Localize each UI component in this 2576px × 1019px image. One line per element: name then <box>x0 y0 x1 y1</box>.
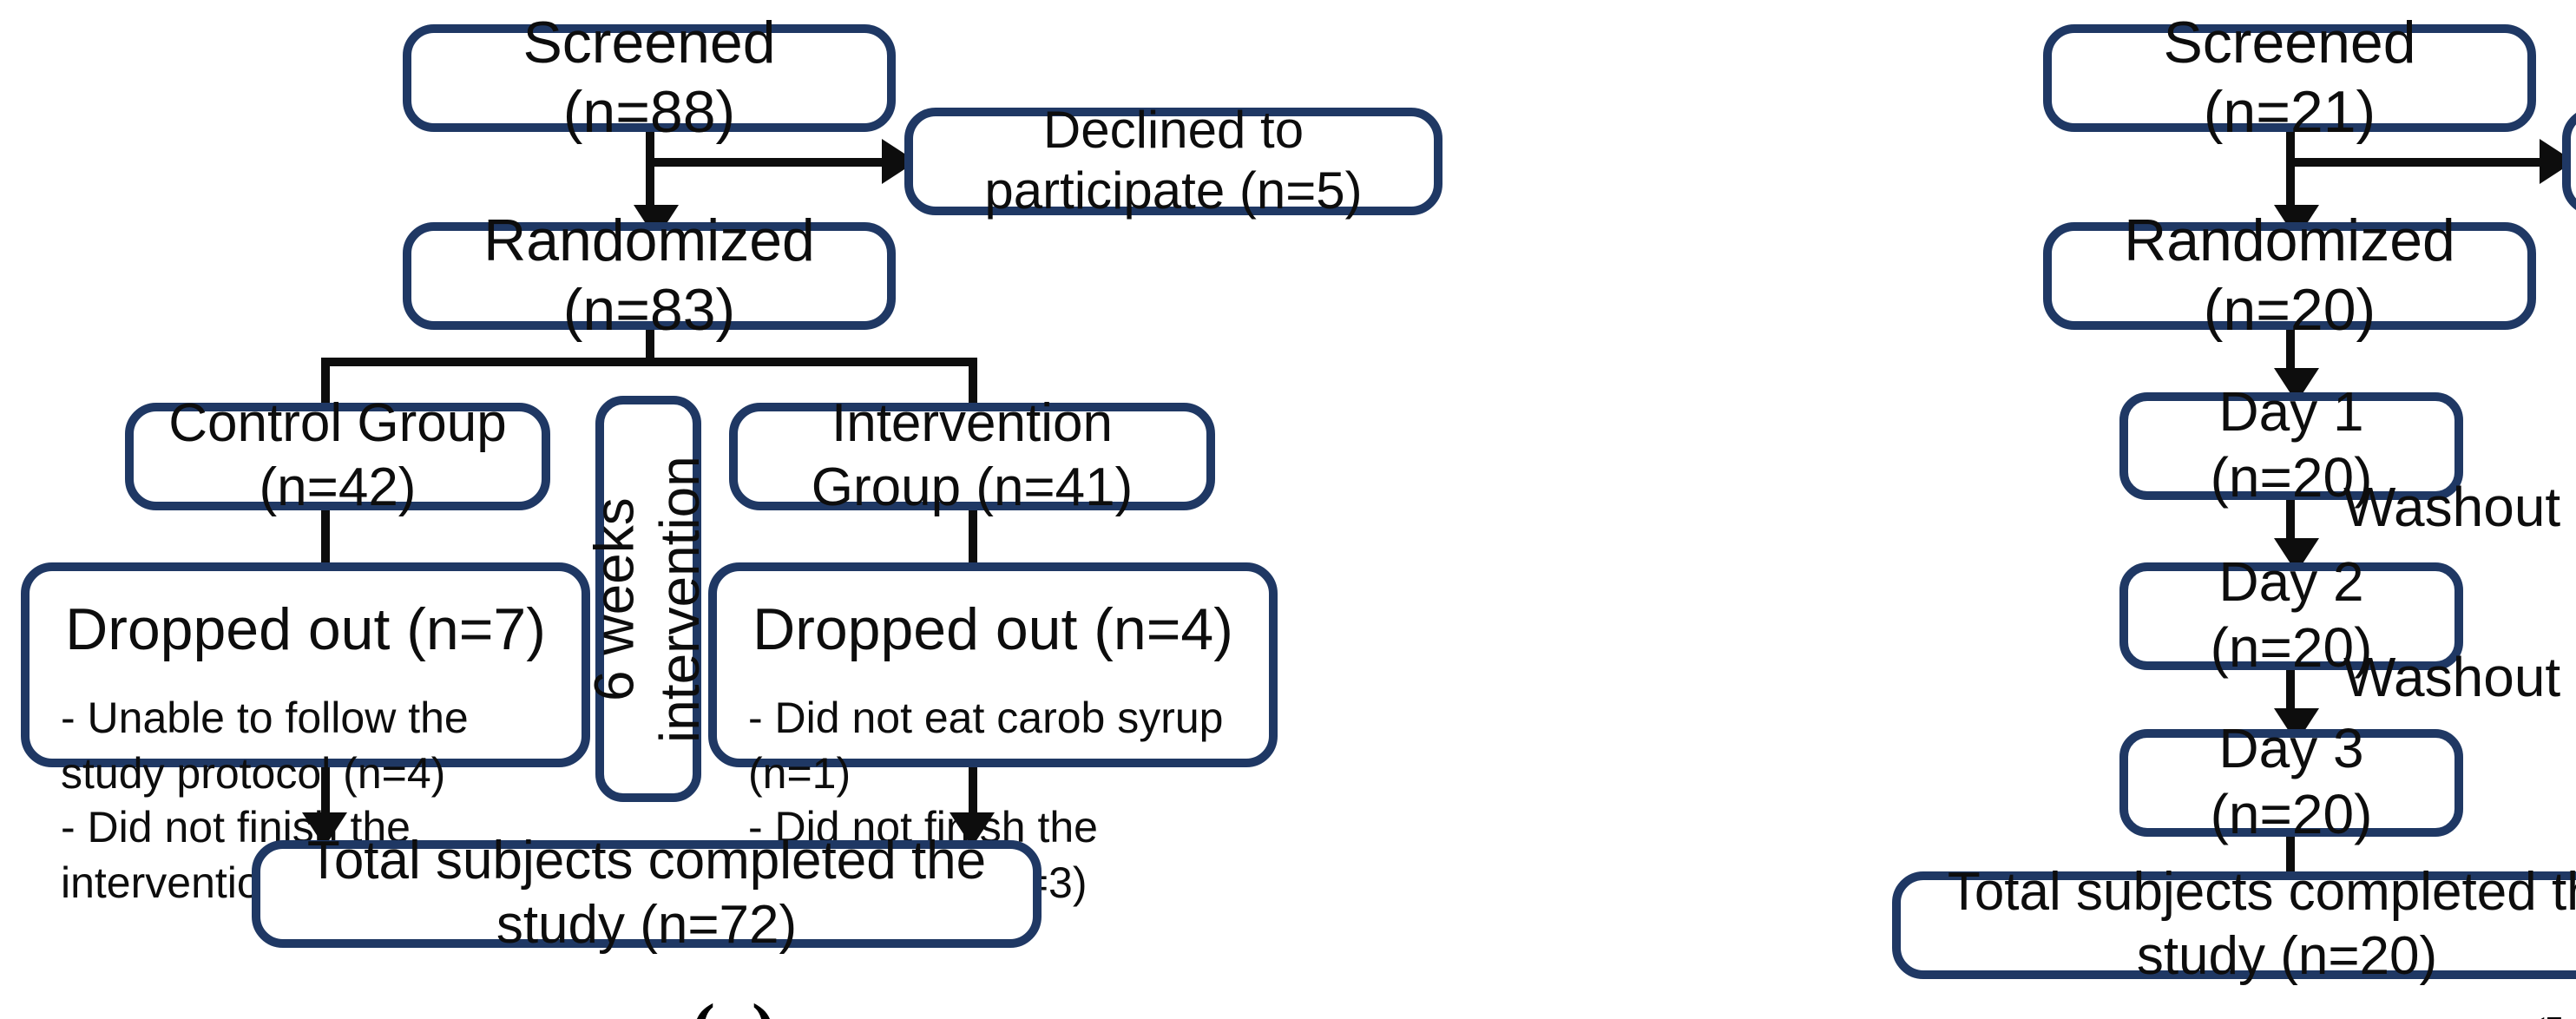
node-total-completed-b: Total subjects completed the study (n=20… <box>1892 862 2576 986</box>
node-randomized-a: Randomized (n=83) <box>403 208 896 344</box>
connector-screened-to-randomized <box>646 132 654 219</box>
panel-a: Screened (n=88) Declined to participate … <box>21 10 1442 1019</box>
node-intervention-dropped-out: Dropped out (n=4) - Did not eat carob sy… <box>708 562 1278 907</box>
connector-screened-to-declined <box>646 158 889 167</box>
connector-randomized-to-day1 <box>2286 330 2295 385</box>
node-label: Control Group (n=42) <box>168 392 507 517</box>
connector-split-left <box>321 358 330 424</box>
dropped-out-title: Dropped out (n=4) <box>752 597 1233 663</box>
panel-b-caption: (b) <box>2522 1003 2576 1019</box>
node-intervention-group: Intervention Group (n=41) <box>729 393 1215 517</box>
node-day-2: Day 2 (n=20) <box>2119 551 2463 679</box>
dropped-out-title: Dropped out (n=7) <box>65 597 546 663</box>
node-label: Day 1 (n=20) <box>2210 380 2373 510</box>
dropped-out-reason-1: - Unable to follow the study protocol (n… <box>61 694 469 799</box>
node-declined-a: Declined to participate (n=5) <box>904 102 1442 220</box>
connector-split-bar <box>321 358 977 366</box>
node-label: 6 weeks intervention <box>582 455 712 743</box>
node-screened-a: Screened (n=88) <box>403 10 896 146</box>
node-day-1: Day 1 (n=20) <box>2119 381 2463 509</box>
node-control-group: Control Group (n=42) <box>125 393 550 517</box>
node-declined-b: Declined to participate (n=1) <box>2562 108 2576 215</box>
node-total-completed-a: Total subjects completed the study (n=72… <box>252 831 1042 955</box>
node-day-3: Day 3 (n=20) <box>2119 718 2463 845</box>
node-6-weeks-intervention: 6 weeks intervention <box>583 396 711 802</box>
connector-day3-to-total <box>2286 837 2295 903</box>
connector-screened-to-randomized-b <box>2286 132 2295 219</box>
edge-label-washout-2: Washout period <box>2343 646 2576 708</box>
node-control-dropped-out: Dropped out (n=7) - Unable to follow the… <box>21 562 590 907</box>
connector-control-to-dropped <box>321 510 330 562</box>
connector-day1-to-day2 <box>2286 500 2295 556</box>
node-label: Day 2 (n=20) <box>2210 550 2373 680</box>
node-label: Screened (n=88) <box>522 10 776 146</box>
connector-day2-to-day3 <box>2286 670 2295 726</box>
node-screened-b: Screened (n=21) <box>2043 10 2536 146</box>
node-label: Intervention Group (n=41) <box>811 392 1134 517</box>
connector-randomized-stem <box>646 330 654 361</box>
edge-label-washout-1: Washout period <box>2343 476 2576 538</box>
node-label: Declined to participate (n=5) <box>984 102 1363 220</box>
connector-screened-to-declined-b <box>2286 158 2546 167</box>
connector-intervention-to-total <box>969 767 977 833</box>
node-label: Day 3 (n=20) <box>2210 717 2373 846</box>
node-randomized-b: Randomized (n=20) <box>2043 208 2536 344</box>
node-label: Total subjects completed the study (n=72… <box>306 830 987 955</box>
node-label: Randomized (n=83) <box>483 207 815 344</box>
connector-intervention-to-dropped <box>969 510 977 562</box>
panel-b: Screened (n=21) Declined to participate … <box>1354 0 2576 1019</box>
dropped-out-reason-1: - Did not eat carob syrup (n=1) <box>748 694 1224 799</box>
connector-control-to-total <box>321 767 330 833</box>
node-label: Randomized (n=20) <box>2124 207 2455 344</box>
connector-split-right <box>969 358 977 424</box>
panel-a-caption: (a) <box>691 989 776 1019</box>
node-label: Total subjects completed the study (n=20… <box>1947 861 2576 986</box>
node-label: Screened (n=21) <box>2163 10 2416 146</box>
